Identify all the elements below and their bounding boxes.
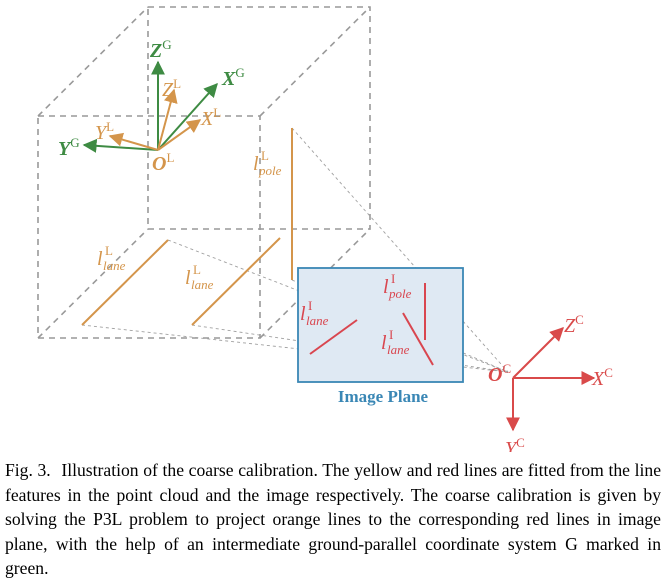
global-y-label: YG (58, 135, 80, 160)
lidar-axes (108, 88, 202, 151)
calibration-diagram: Image Plane ZG XG YG ZL XL YL OL OC ZC X… (37, 6, 613, 452)
camera-x-label: XC (591, 365, 613, 390)
camera-axes (506, 327, 596, 432)
caption-text: Illustration of the coarse calibration. … (5, 460, 662, 579)
lidar-x-label: XL (200, 105, 221, 130)
figure-caption: Fig. 3. Illustration of the coarse calib… (5, 458, 661, 581)
camera-z-label: ZC (564, 312, 584, 337)
lidar-lane-right-line (191, 237, 281, 326)
lidar-y-label: YL (95, 119, 114, 144)
lidar-lane-left-line (81, 239, 169, 326)
global-axes (82, 60, 218, 153)
camera-origin-label: OC (488, 361, 511, 386)
caption-label: Fig. 3. (5, 460, 51, 480)
image-lane-left-line (309, 319, 358, 355)
image-plane (297, 267, 464, 383)
global-x-label: XG (221, 65, 245, 90)
lidar-z-label: ZL (162, 76, 181, 101)
image-lane-right-line (402, 312, 434, 366)
camera-y-label: YC (505, 435, 525, 452)
lidar-origin-label: OL (152, 150, 174, 175)
global-z-label: ZG (149, 37, 172, 62)
image-plane-label: Image Plane (338, 387, 429, 406)
